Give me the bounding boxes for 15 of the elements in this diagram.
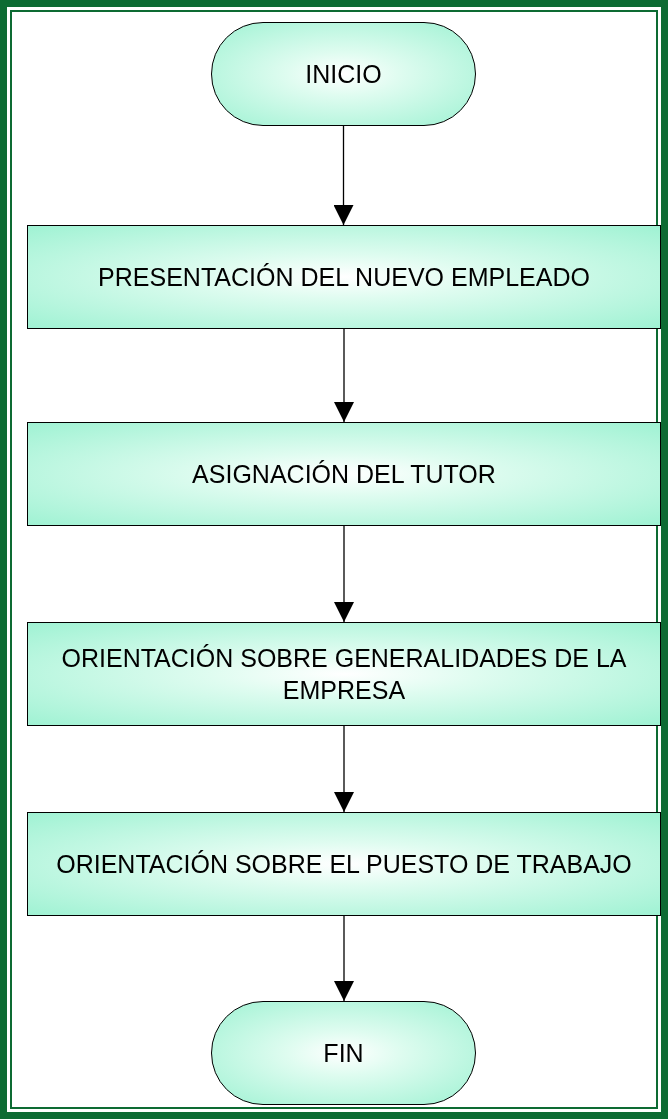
process-box xyxy=(27,422,661,526)
arrow xyxy=(334,328,354,423)
arrow xyxy=(333,125,354,226)
node-label: INICIO xyxy=(305,58,382,90)
arrow xyxy=(334,725,354,813)
node-label: ORIENTACIÓN SOBRE EL PUESTO DE TRABAJO xyxy=(56,848,632,880)
arrow xyxy=(334,915,354,1002)
node-label: ASIGNACIÓN DEL TUTOR xyxy=(192,458,496,490)
process-box xyxy=(27,812,661,916)
node-label: FIN xyxy=(323,1037,364,1069)
process-box xyxy=(27,622,661,726)
arrow xyxy=(334,525,354,623)
process-box xyxy=(27,225,661,329)
node-label: PRESENTACIÓN DEL NUEVO EMPLEADO xyxy=(98,261,590,293)
node-label: ORIENTACIÓN SOBRE GENERALIDADES DE LA EMPRESA xyxy=(60,642,628,706)
